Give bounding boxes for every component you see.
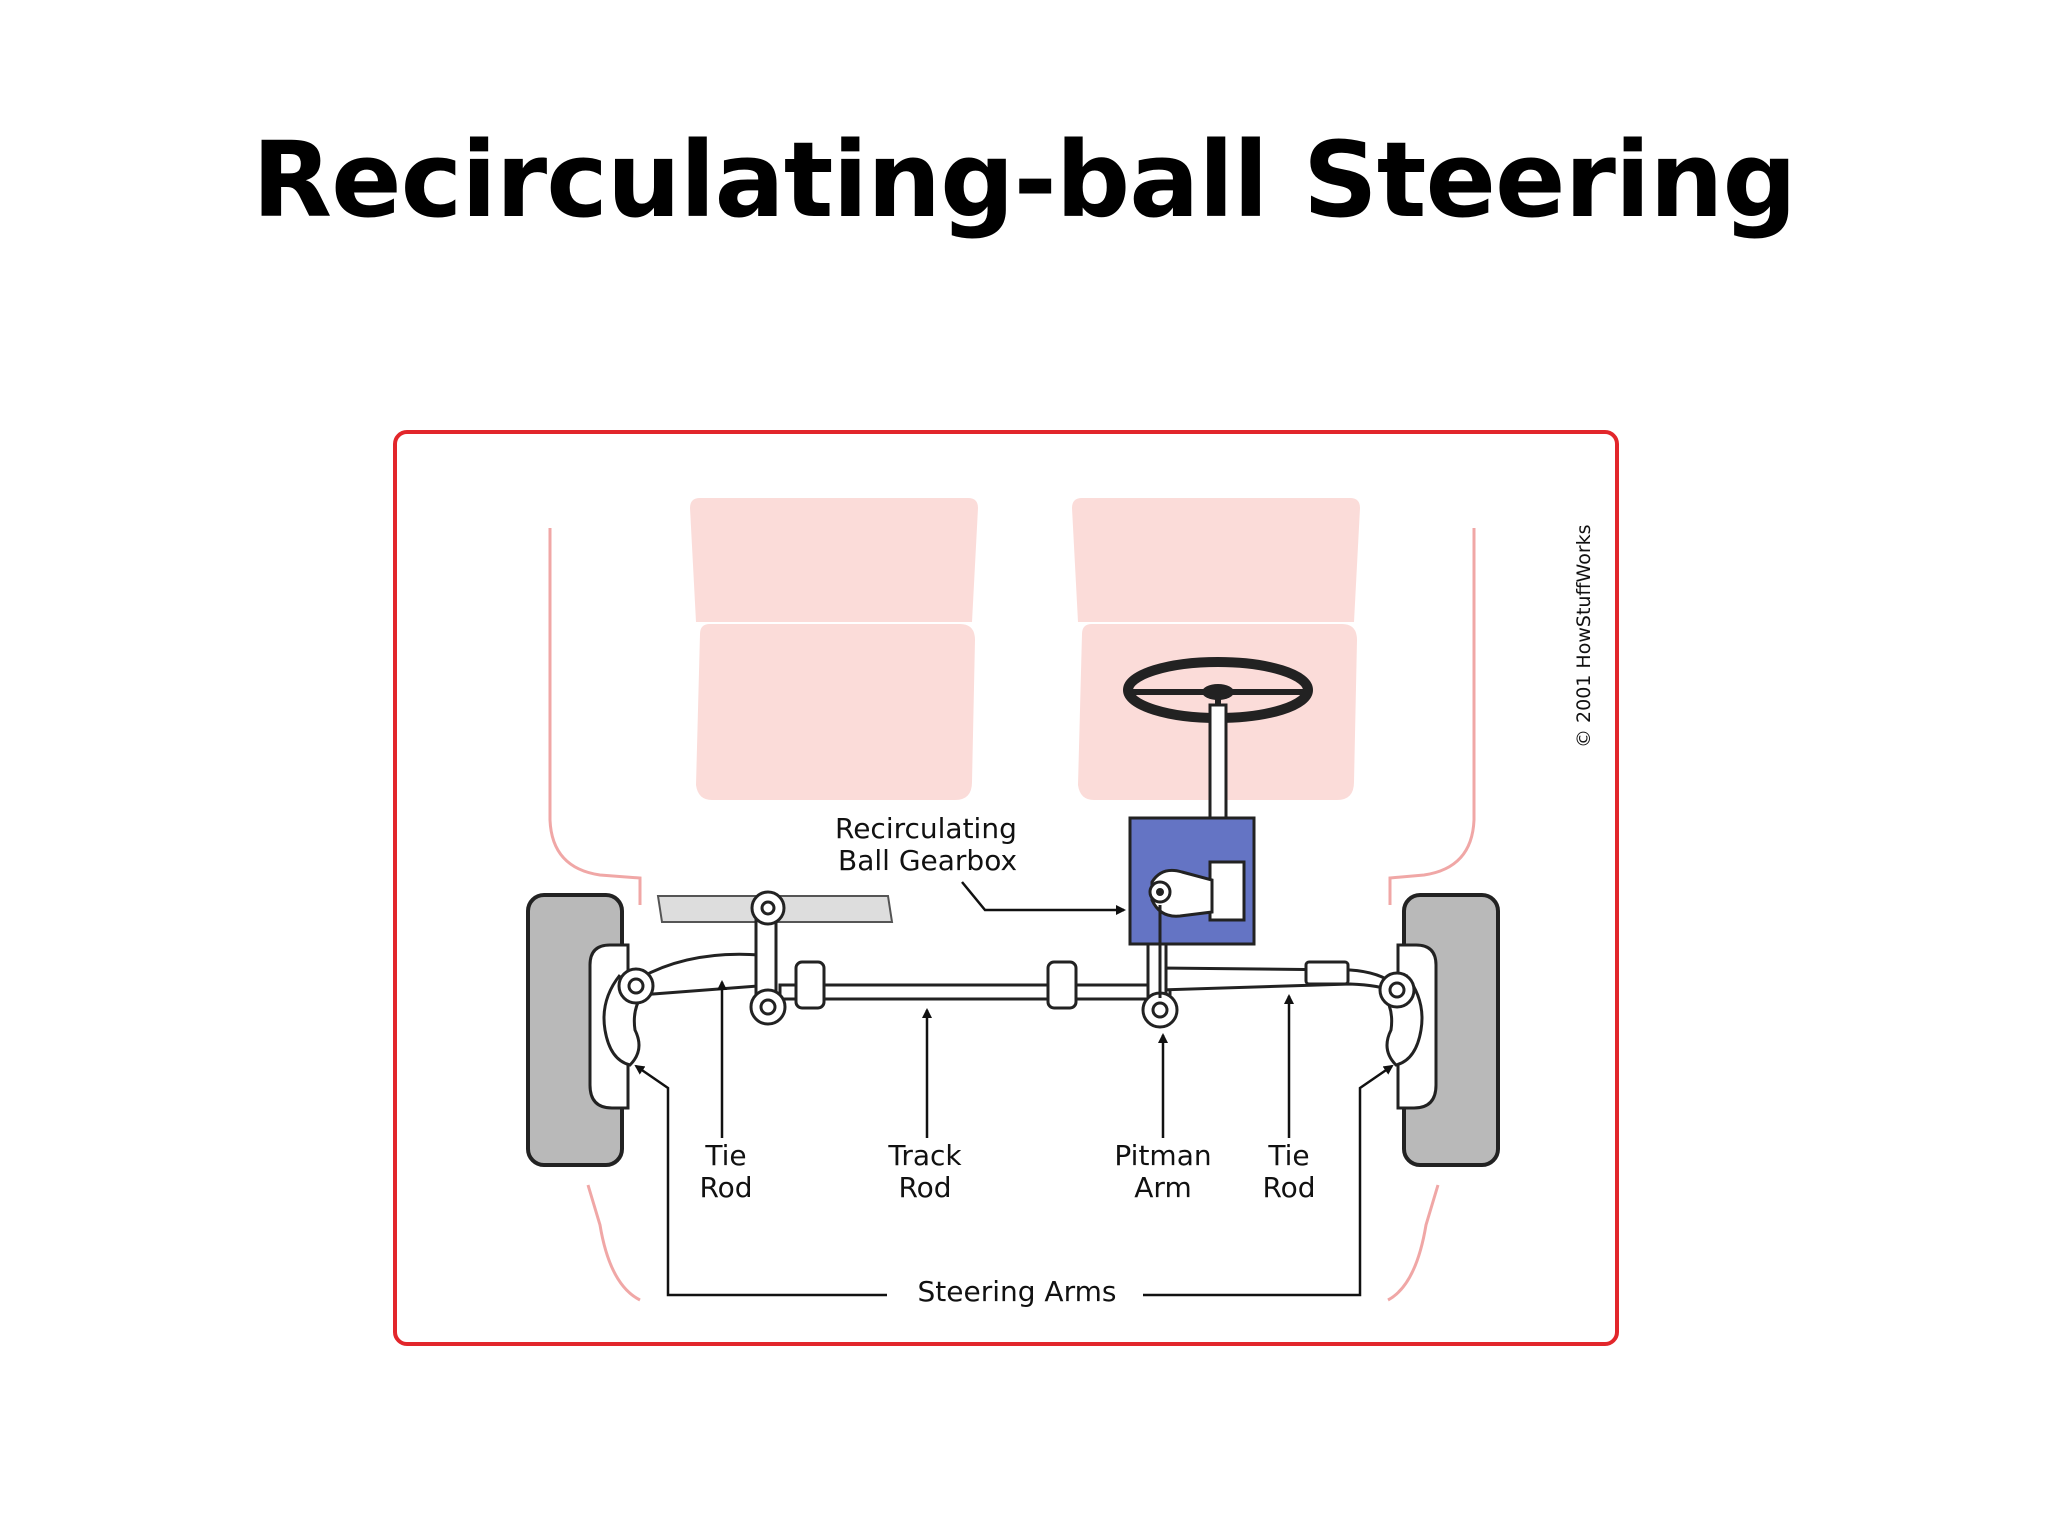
seat-left-back: [690, 498, 978, 622]
label-tie-rod-right-line2: Rod: [1262, 1171, 1315, 1204]
labels: Recirculating Ball Gearbox Tie Rod Track…: [699, 524, 1595, 1308]
copyright-notice: © 2001 HowStuffWorks: [1573, 524, 1595, 748]
label-pitman-arm-line1: Pitman: [1114, 1139, 1211, 1172]
label-steering-arms: Steering Arms: [918, 1275, 1117, 1308]
leader-lines: [634, 881, 1394, 1297]
track-rod-clamp-left: [794, 960, 826, 1010]
label-track-rod-line1: Track: [887, 1139, 962, 1172]
label-track-rod-line2: Rod: [898, 1171, 951, 1204]
recirculating-ball-gearbox: [1128, 816, 1256, 998]
joints: [617, 890, 1416, 1029]
diagram-frame: [393, 430, 1619, 1346]
slide-title: Recirculating-ball Steering: [252, 119, 1797, 241]
arrow-steering-arm-left: [634, 1064, 887, 1297]
label-pitman-arm-line2: Arm: [1134, 1171, 1191, 1204]
label-tie-rod-right-line1: Tie: [1267, 1139, 1309, 1172]
seat-right-back: [1072, 498, 1360, 622]
label-gearbox-line1: Recirculating: [835, 812, 1017, 845]
tie-rod-right-clamp: [1304, 960, 1350, 986]
arrow-steering-arm-right: [1143, 1064, 1394, 1297]
track-rod-clamp-right: [1046, 960, 1078, 1010]
car-body-outline: [548, 528, 1476, 1302]
label-gearbox-line2: Ball Gearbox: [838, 844, 1017, 877]
arrow-gearbox: [961, 881, 1126, 915]
seat-left-cushion: [696, 624, 975, 800]
track-rod: [778, 983, 1172, 1001]
linkage: [638, 898, 1397, 1010]
label-tie-rod-left-line1: Tie: [704, 1139, 746, 1172]
wheel-right: [1382, 893, 1500, 1167]
label-tie-rod-left-line2: Rod: [699, 1171, 752, 1204]
